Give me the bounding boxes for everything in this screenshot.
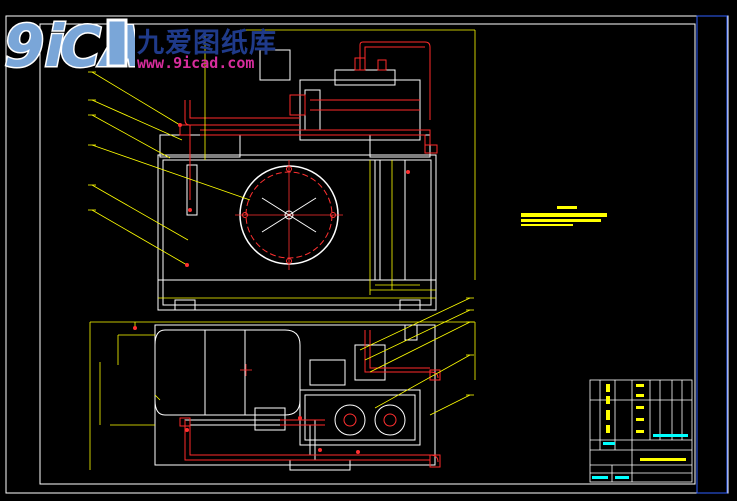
- title-block-cyan: [592, 434, 688, 479]
- svg-text:9i: 9i: [4, 12, 65, 80]
- title-block: [589, 379, 693, 483]
- dimensions-plan: [89, 297, 476, 470]
- pipes-front: [179, 41, 438, 200]
- plan-view: [154, 324, 436, 471]
- watermark-chinese-text: 九爱图纸库: [137, 28, 277, 59]
- technical-notes: [521, 206, 607, 226]
- watermark-url: www.9icad.com: [137, 54, 255, 72]
- front-view: [157, 49, 437, 311]
- logo-icon: 9i CA: [3, 11, 136, 81]
- markers-front: [178, 123, 410, 267]
- watermark-logo: 9i CA 九爱图纸库 www.9icad.com: [0, 0, 300, 81]
- round-cover: [235, 160, 343, 270]
- markers-plan: [133, 326, 360, 454]
- drawing-frame: [5, 15, 729, 494]
- pipes-plan: [179, 330, 441, 468]
- centerlines-plan: [240, 364, 252, 376]
- blue-frame-line: [696, 15, 728, 494]
- title-block-fills: [606, 384, 686, 461]
- dimensions-front: [88, 29, 476, 299]
- gears: [334, 404, 406, 436]
